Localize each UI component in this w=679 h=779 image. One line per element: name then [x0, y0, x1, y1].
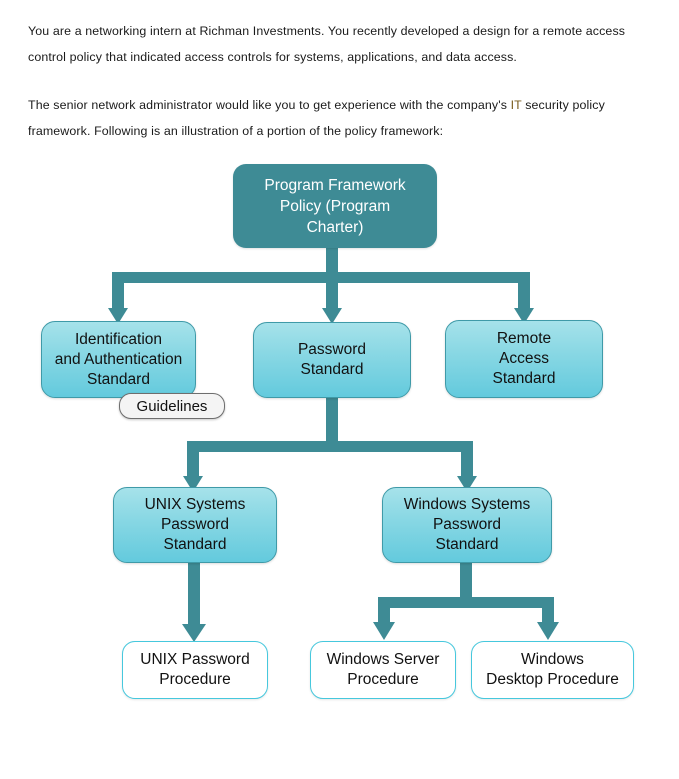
line-2: Password	[432, 516, 502, 533]
line-2: Procedure	[347, 671, 419, 688]
paragraph-2-lead: The senior network administrator would l…	[28, 98, 511, 112]
line-1: Windows Systems	[403, 496, 531, 513]
paragraph-1: You are a networking intern at Richman I…	[28, 24, 626, 64]
line-2: Standard	[300, 361, 364, 378]
line-2: Desktop Procedure	[486, 671, 619, 688]
node-unix-systems-password-standard-label: UNIX Systems Password Standard	[139, 495, 252, 555]
line-3: Standard	[87, 370, 150, 388]
node-identification-and-authentication-standard-label: Identification and Authentication Standa…	[49, 330, 189, 390]
line-2: Procedure	[159, 671, 231, 688]
line-1: Windows Server	[326, 651, 440, 668]
node-windows-server-procedure-label: Windows Server Procedure	[321, 650, 446, 690]
edge-password-to-row3	[183, 398, 477, 492]
edge-windows-systems-to-procedures	[373, 562, 559, 640]
line-2: Password	[160, 516, 230, 533]
line-3: Charter)	[306, 218, 364, 236]
node-unix-password-procedure[interactable]: UNIX Password Procedure	[122, 641, 268, 699]
node-program-framework-policy-label: Program Framework Policy (Program Charte…	[258, 175, 411, 238]
line-1: Identification	[74, 330, 163, 348]
line-2: Policy (Program	[279, 197, 391, 215]
line-1: Password	[297, 341, 367, 358]
line-2: Access	[499, 350, 549, 367]
paragraph-2-tail: security policy framework. Following is …	[28, 98, 605, 138]
line-3: Standard	[492, 370, 556, 387]
edge-root-to-row2	[108, 248, 534, 324]
badge-guidelines-label: Guidelines	[136, 397, 208, 415]
line-1: UNIX Password	[140, 651, 250, 668]
edge-unix-systems-to-unix-procedure	[182, 562, 206, 642]
node-password-standard[interactable]: Password Standard	[253, 322, 411, 398]
node-windows-systems-password-standard-label: Windows Systems Password Standard	[398, 495, 537, 555]
line-2: and Authentication	[54, 350, 183, 368]
node-windows-desktop-procedure[interactable]: Windows Desktop Procedure	[471, 641, 634, 699]
it-highlight: IT	[510, 98, 522, 112]
node-windows-server-procedure[interactable]: Windows Server Procedure	[310, 641, 456, 699]
line-1: Program Framework	[264, 176, 406, 194]
node-windows-desktop-procedure-label: Windows Desktop Procedure	[480, 650, 625, 690]
line-1: UNIX Systems	[144, 496, 246, 513]
line-1: Windows	[521, 651, 584, 668]
node-identification-and-authentication-standard[interactable]: Identification and Authentication Standa…	[41, 321, 196, 398]
node-password-standard-label: Password Standard	[292, 340, 372, 380]
node-remote-access-standard-label: Remote Access Standard	[487, 329, 562, 389]
node-windows-systems-password-standard[interactable]: Windows Systems Password Standard	[382, 487, 552, 563]
line-3: Standard	[163, 536, 227, 553]
badge-guidelines[interactable]: Guidelines	[119, 393, 225, 419]
node-remote-access-standard[interactable]: Remote Access Standard	[445, 320, 603, 398]
node-unix-password-procedure-label: UNIX Password Procedure	[134, 650, 255, 690]
paragraph-2: The senior network administrator would l…	[28, 92, 656, 144]
node-program-framework-policy[interactable]: Program Framework Policy (Program Charte…	[233, 164, 437, 248]
node-unix-systems-password-standard[interactable]: UNIX Systems Password Standard	[113, 487, 277, 563]
line-3: Standard	[435, 536, 499, 553]
instruction-text: You are a networking intern at Richman I…	[28, 18, 656, 166]
line-1: Remote	[496, 330, 552, 347]
